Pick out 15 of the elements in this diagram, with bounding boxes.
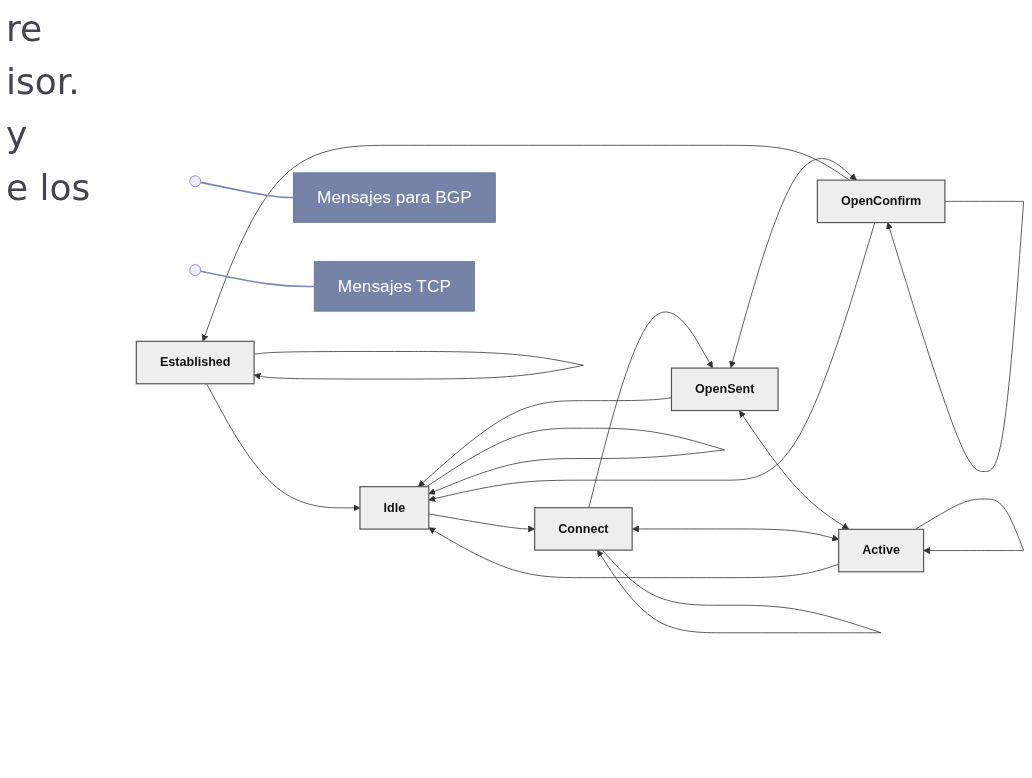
slide-text-fragment: y [6, 113, 29, 157]
slide-text-fragment: re [6, 7, 44, 51]
state-box: OpenSent [670, 367, 779, 412]
state-box: Active [838, 528, 925, 573]
slide-text-fragment: e los [6, 166, 92, 210]
slide-text-fragment: isor. [6, 60, 81, 104]
state-box: OpenConfirm [816, 179, 946, 224]
state-box: Idle [359, 486, 430, 530]
callout-box: Mensajes TCP [313, 261, 475, 312]
arrow [597, 549, 882, 634]
state-box: Connect [534, 507, 633, 551]
connector [199, 181, 295, 199]
state-box: Established [135, 340, 255, 385]
connector [199, 270, 315, 288]
callout-box: Mensajes para BGP [293, 172, 496, 223]
